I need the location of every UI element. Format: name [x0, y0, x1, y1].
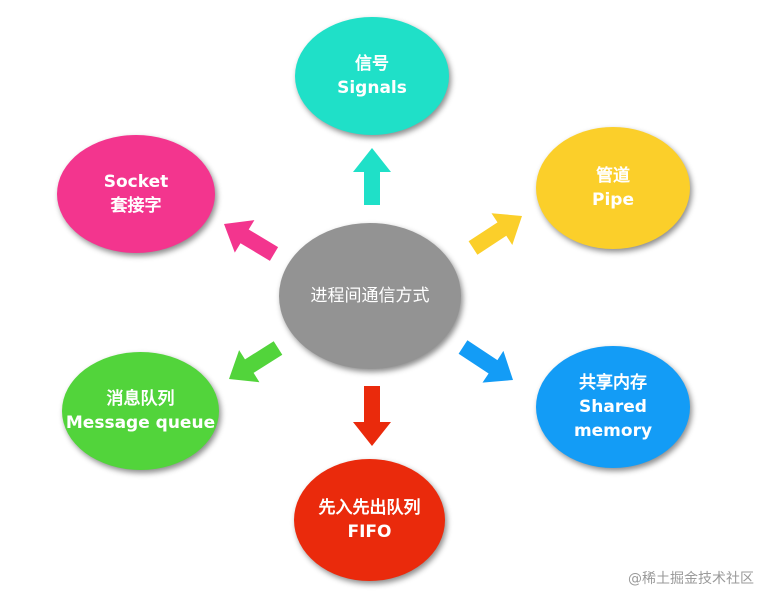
node-message-queue: 消息队列 Message queue	[62, 352, 219, 470]
node-msg-en: Message queue	[65, 413, 216, 433]
node-signals: 信号 Signals	[295, 17, 449, 135]
node-pipe-en: Pipe	[592, 190, 634, 210]
node-signals-en: Signals	[337, 78, 407, 98]
node-shared-memory: 共享内存 Shared memory	[536, 346, 690, 468]
node-socket-en: Socket	[103, 172, 169, 192]
center-label: 进程间通信方式	[310, 286, 430, 306]
node-pipe: 管道 Pipe	[536, 127, 690, 249]
node-signals-zh: 信号	[355, 54, 389, 74]
node-socket: Socket 套接字	[57, 135, 215, 253]
arrow-to-fifo	[353, 386, 391, 446]
arrow-fifo-shape	[353, 386, 391, 446]
arrow-socket-shape	[224, 220, 279, 261]
node-pipe-zh: 管道	[596, 166, 630, 186]
center-node-ipc: 进程间通信方式	[279, 223, 461, 369]
arrow-shm-shape	[458, 340, 513, 383]
node-fifo-zh: 先入先出队列	[318, 498, 421, 518]
node-socket-zh: 套接字	[110, 196, 162, 216]
arrow-pipe-shape	[468, 213, 522, 255]
arrow-to-pipe	[468, 213, 522, 255]
node-shm-en1: Shared	[579, 397, 647, 417]
node-fifo-en: FIFO	[347, 522, 392, 542]
arrow-msg-shape	[229, 341, 283, 383]
node-shm-zh: 共享内存	[579, 373, 647, 393]
arrow-to-signals	[353, 148, 391, 205]
arrow-to-socket	[224, 220, 279, 261]
arrow-to-message-queue	[229, 341, 283, 383]
arrow-signals-shape	[353, 148, 391, 205]
node-shm-en2: memory	[573, 421, 653, 441]
node-fifo: 先入先出队列 FIFO	[294, 459, 445, 581]
node-msg-zh: 消息队列	[106, 389, 175, 409]
arrow-to-shared-memory	[458, 340, 513, 383]
watermark: @稀土掘金技术社区	[628, 571, 754, 587]
